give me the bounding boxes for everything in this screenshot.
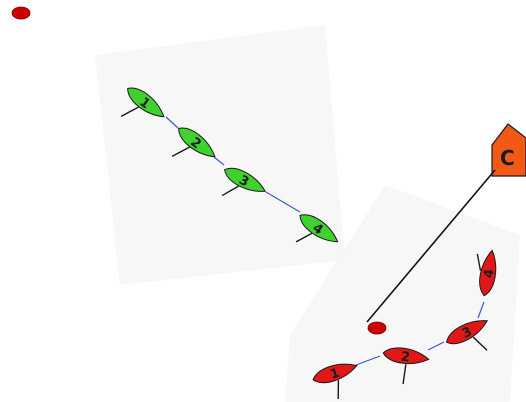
marker-dot-top-left: [12, 7, 30, 19]
committee-boat-label: C: [500, 146, 515, 170]
marker-dot-red-fleet: [368, 322, 386, 334]
green-fleet-panel: [95, 25, 345, 285]
committee-boat: C: [492, 124, 526, 176]
